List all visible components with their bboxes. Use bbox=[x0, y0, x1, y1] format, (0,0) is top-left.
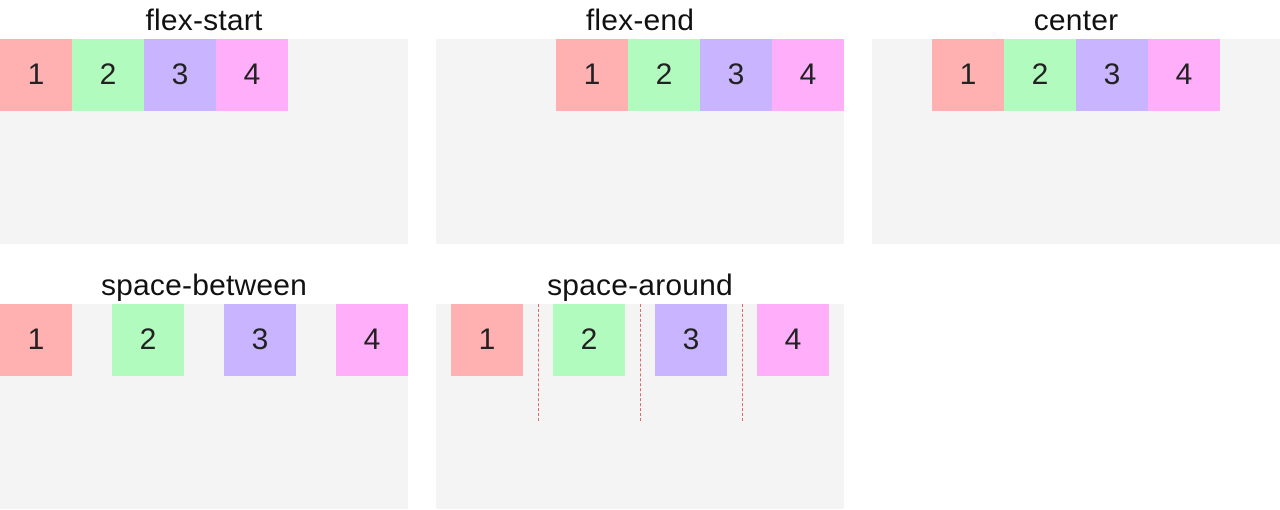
flex-item-4: 4 bbox=[772, 39, 844, 111]
panel-title: flex-start bbox=[145, 4, 263, 37]
flex-item-1: 1 bbox=[0, 304, 72, 376]
flex-item-4: 4 bbox=[216, 39, 288, 111]
panel-flex-end: flex-end 1 2 3 4 bbox=[436, 0, 844, 244]
flex-item-3: 3 bbox=[224, 304, 296, 376]
panel-space-between: space-between 1 2 3 4 bbox=[0, 265, 408, 509]
spacing-guide-line bbox=[640, 304, 641, 421]
flex-item-1: 1 bbox=[932, 39, 1004, 111]
panel-flex-start: flex-start 1 2 3 4 bbox=[0, 0, 408, 244]
flex-container: 1 2 3 4 bbox=[436, 304, 844, 509]
flex-item-4: 4 bbox=[757, 304, 829, 376]
flex-item-2: 2 bbox=[72, 39, 144, 111]
spacing-guide-line bbox=[538, 304, 539, 421]
panel-title: flex-end bbox=[585, 4, 695, 37]
flex-container: 1 2 3 4 bbox=[0, 39, 408, 244]
flex-container: 1 2 3 4 bbox=[0, 304, 408, 509]
flex-item-2: 2 bbox=[553, 304, 625, 376]
flex-item-3: 3 bbox=[655, 304, 727, 376]
flex-item-3: 3 bbox=[144, 39, 216, 111]
flex-item-1: 1 bbox=[0, 39, 72, 111]
flex-item-2: 2 bbox=[112, 304, 184, 376]
flex-item-1: 1 bbox=[556, 39, 628, 111]
flex-container: 1 2 3 4 bbox=[872, 39, 1280, 244]
flex-item-2: 2 bbox=[628, 39, 700, 111]
panel-space-around: space-around 1 2 3 4 bbox=[436, 265, 844, 509]
panel-title: center bbox=[1033, 4, 1119, 37]
flex-item-3: 3 bbox=[1076, 39, 1148, 111]
panel-center: center 1 2 3 4 bbox=[872, 0, 1280, 244]
panel-title: space-between bbox=[100, 269, 308, 302]
flex-item-4: 4 bbox=[1148, 39, 1220, 111]
spacing-guide-line bbox=[742, 304, 743, 421]
flex-item-1: 1 bbox=[451, 304, 523, 376]
flex-item-2: 2 bbox=[1004, 39, 1076, 111]
panel-title: space-around bbox=[547, 269, 733, 302]
flex-container: 1 2 3 4 bbox=[436, 39, 844, 244]
flex-item-3: 3 bbox=[700, 39, 772, 111]
flex-item-4: 4 bbox=[336, 304, 408, 376]
